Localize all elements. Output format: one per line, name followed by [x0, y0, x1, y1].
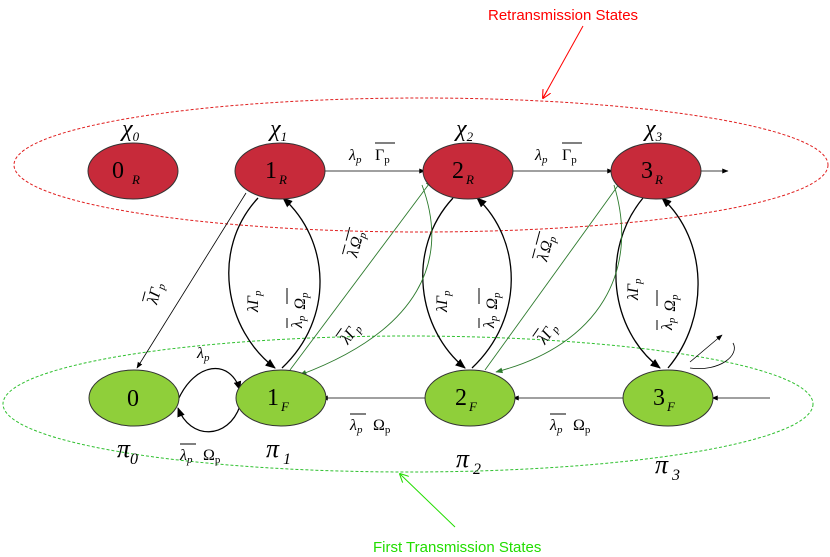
retransmission-pointer-arrow	[543, 25, 584, 98]
svg-text:λp: λp	[179, 447, 193, 466]
svg-text:0R: 0R	[112, 158, 140, 187]
arrow-1R-to-0	[136, 192, 247, 369]
arrow-1F-to-2R	[289, 179, 433, 371]
svg-text:λΓp: λΓp	[625, 278, 644, 301]
svg-text:λpΩp: λpΩp	[659, 294, 681, 331]
chi-2-label: χ2	[454, 116, 474, 144]
rate-1R-1F: λΓp	[245, 290, 264, 313]
rate-1F-2R: λΓp	[335, 319, 366, 349]
rate-2F-2R: λpΩp	[478, 288, 503, 329]
rate-1R-2R: λp Γp	[348, 142, 395, 166]
svg-text:Ωp: Ωp	[203, 447, 221, 466]
svg-text:λp: λp	[549, 417, 563, 436]
chi-3-label: χ3	[643, 116, 663, 144]
arrow-0-to-1F	[177, 367, 242, 401]
rate-1F-1R: λpΩp	[286, 288, 311, 329]
state-0: 0	[88, 369, 180, 427]
chi-1-label: χ1	[268, 116, 287, 144]
arrow-2F-to-2R	[471, 197, 512, 369]
arrow-3R-to-2F	[495, 184, 623, 374]
svg-text:λp: λp	[349, 417, 363, 436]
svg-text:λΓp: λΓp	[245, 290, 264, 313]
svg-text:λpΩp: λpΩp	[289, 292, 311, 329]
svg-text:3F: 3F	[653, 385, 676, 414]
svg-text:λp: λp	[534, 147, 548, 166]
svg-text:Ωp: Ωp	[573, 417, 591, 436]
svg-text:Γp: Γp	[375, 147, 390, 166]
svg-text:1F: 1F	[267, 385, 290, 414]
arrow-2R-to-2F	[422, 197, 466, 369]
rate-1F-0: λp Ωp	[179, 443, 221, 466]
svg-text:3R: 3R	[641, 158, 663, 187]
arrow-2R-to-1F	[299, 184, 433, 376]
pi-0-label: π0	[117, 434, 138, 468]
svg-text:2R: 2R	[452, 158, 474, 187]
retransmission-caption: Retransmission States	[488, 7, 638, 24]
svg-text:λΓp: λΓp	[434, 290, 453, 313]
rate-3R-3F: λΓp	[625, 278, 644, 301]
rate-1R-0: λΓp	[142, 280, 168, 307]
rate-2R-3R: λp Γp	[534, 142, 582, 166]
retransmission-group-ellipse	[13, 97, 829, 233]
svg-text:2F: 2F	[455, 385, 478, 414]
first-transmission-pointer-arrow	[400, 474, 456, 528]
rate-2R-1F: λΩp	[342, 226, 370, 260]
arrow-1R-to-1F	[228, 197, 276, 369]
svg-text:Ωp: Ωp	[373, 417, 391, 436]
arrow-2F-to-3R	[484, 179, 623, 371]
chi-0-label: χ0	[120, 116, 140, 144]
rate-3F-2F: λp Ωp	[549, 413, 591, 436]
svg-text:Γp: Γp	[562, 147, 577, 166]
arrow-1F-to-1R	[281, 197, 321, 369]
svg-text:λΓp: λΓp	[337, 319, 366, 349]
arrow-3F-to-3R	[661, 197, 699, 369]
rate-2F-3R: λΓp	[532, 319, 563, 349]
rate-2R-2F: λΓp	[434, 290, 453, 313]
svg-text:λΓp: λΓp	[144, 280, 168, 307]
rate-3F-3R: λpΩp	[656, 290, 681, 331]
rate-0-1F: λp	[196, 345, 210, 364]
arrow-3R-to-3F	[615, 197, 661, 369]
svg-text:λp: λp	[196, 345, 210, 364]
first-transmission-group-ellipse	[2, 335, 814, 473]
rate-2F-1F: λp Ωp	[349, 413, 391, 436]
arrow-3F-stub-head	[689, 334, 723, 363]
svg-text:λpΩp: λpΩp	[481, 292, 503, 329]
svg-text:0: 0	[127, 386, 139, 412]
arrow-3F-stub	[689, 342, 735, 369]
first-transmission-caption: First Transmission States	[373, 539, 541, 556]
arrow-1F-to-0	[177, 405, 241, 433]
svg-text:λp: λp	[348, 147, 362, 166]
rate-3R-2F: λΩp	[532, 230, 560, 264]
svg-text:λΓp: λΓp	[534, 319, 563, 349]
svg-text:1R: 1R	[265, 158, 287, 187]
